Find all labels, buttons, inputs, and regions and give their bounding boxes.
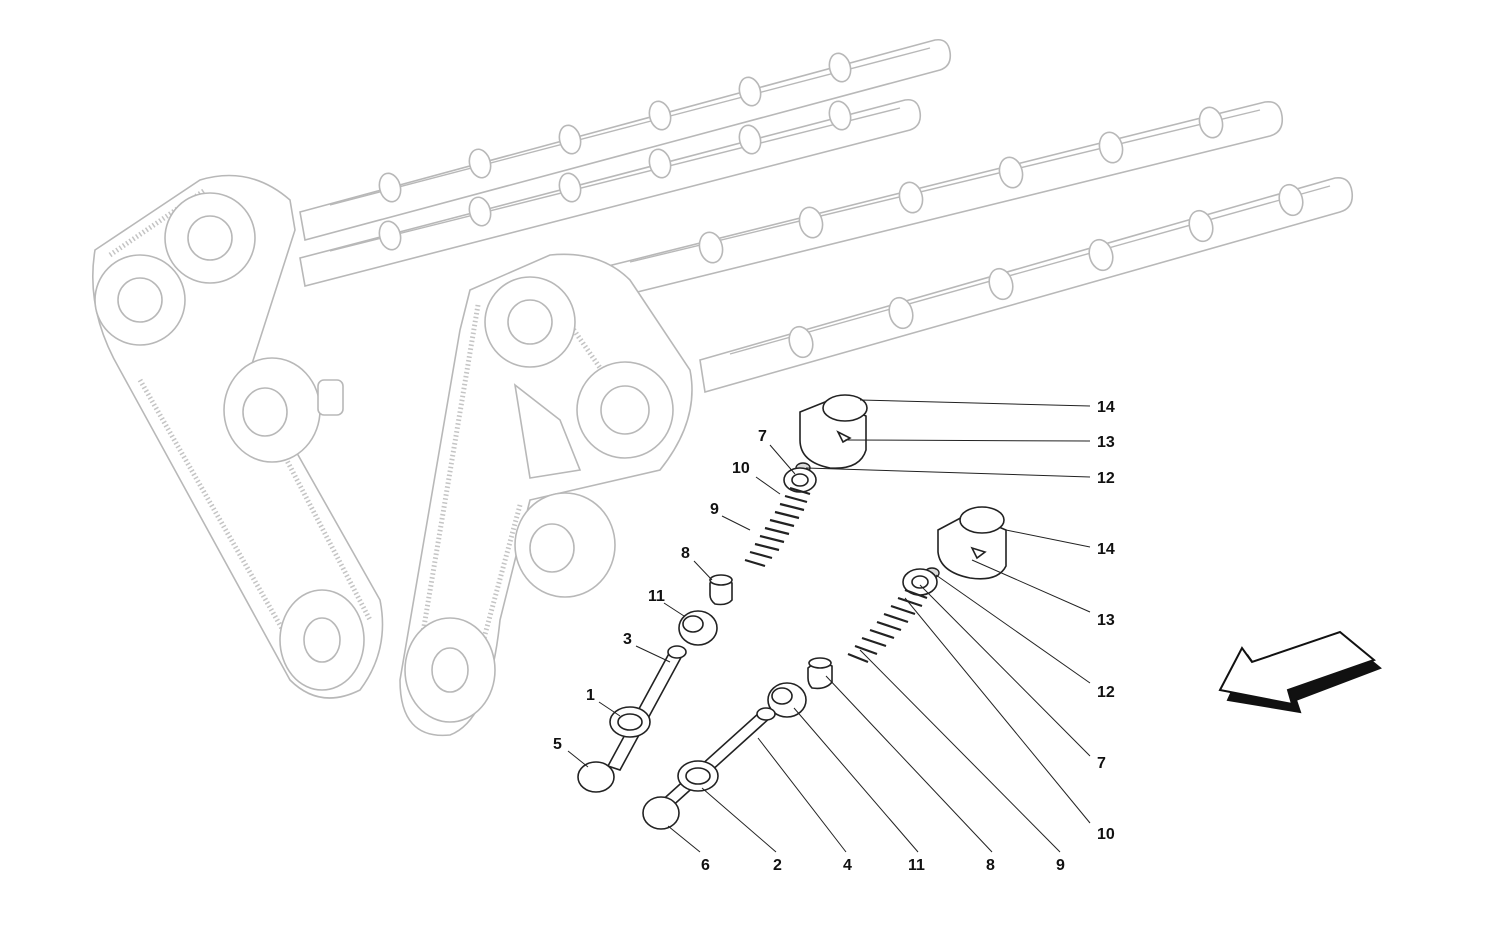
spring-retainer-lower <box>902 568 938 596</box>
callout-7-lower: 7 <box>1097 755 1106 772</box>
callout-7-upper: 7 <box>758 428 767 445</box>
valve-spring-upper <box>744 486 811 568</box>
timing-belt-right <box>399 253 693 737</box>
callout-14-lower: 14 <box>1097 541 1115 558</box>
callout-1: 1 <box>586 687 595 704</box>
callout-6: 6 <box>701 857 710 874</box>
callout-9-lower: 9 <box>1056 857 1065 874</box>
camshaft-lower-1 <box>299 98 922 287</box>
valve-assembly-lower <box>642 506 1007 830</box>
callout-12-upper: 12 <box>1097 470 1115 487</box>
camshaft-assembly-background <box>92 38 1354 737</box>
valve-seat-lower <box>677 760 719 792</box>
cam-lobes <box>378 52 1304 359</box>
tappet-bucket-lower <box>937 506 1007 580</box>
callout-labels: 14 13 12 7 10 9 8 11 3 1 5 14 13 12 7 10… <box>553 399 1115 874</box>
callout-3: 3 <box>623 631 632 648</box>
callout-10-lower: 10 <box>1097 826 1115 843</box>
callout-2: 2 <box>773 857 782 874</box>
valve-guide-lower <box>807 657 833 690</box>
callout-12-lower: 12 <box>1097 684 1115 701</box>
direction-arrow-icon <box>1218 630 1382 714</box>
callout-5: 5 <box>553 736 562 753</box>
valve-stem-seal-upper <box>678 610 718 646</box>
spring-retainer-upper <box>783 467 817 493</box>
camshaft-lower-2 <box>699 176 1354 394</box>
callout-11-lower: 11 <box>908 857 925 874</box>
valve-guide-upper <box>709 574 733 606</box>
callout-4: 4 <box>843 857 852 874</box>
callout-9-upper: 9 <box>710 501 719 518</box>
timing-belt-left <box>92 174 384 699</box>
tappet-bucket-upper <box>799 394 868 469</box>
callout-13-lower: 13 <box>1097 612 1115 629</box>
valve-seat-upper <box>609 706 651 738</box>
camshaft-upper-1 <box>299 38 952 241</box>
callout-8-upper: 8 <box>681 545 690 562</box>
valve-assembly-upper <box>577 394 868 793</box>
valve-stem-seal-lower <box>767 682 807 718</box>
callout-11-upper: 11 <box>648 588 665 605</box>
callout-14-upper: 14 <box>1097 399 1115 416</box>
valve-spring-lower <box>847 588 928 664</box>
leader-lines <box>567 399 1091 853</box>
callout-13-upper: 13 <box>1097 434 1115 451</box>
callout-10-upper: 10 <box>732 460 750 477</box>
callout-8-lower: 8 <box>986 857 995 874</box>
